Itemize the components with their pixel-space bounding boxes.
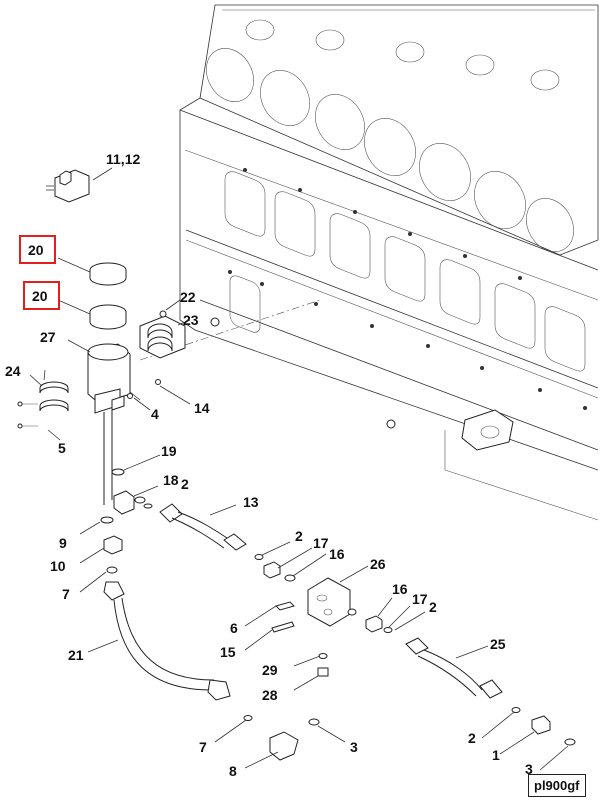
callout-7b: 7 [199,739,207,755]
hose-25 [405,637,503,699]
callout-8: 8 [229,763,237,779]
callout-3a: 3 [350,739,358,755]
callout-6: 6 [230,620,238,636]
callout-14: 14 [194,400,210,416]
reference-code-label: pl900gf [528,774,586,797]
callout-13: 13 [243,494,259,510]
callout-2d: 2 [468,730,476,746]
fittings-bottom-right [481,707,576,771]
callout-25: 25 [490,636,506,652]
callout-17a: 17 [313,535,329,551]
elbow-fitting [79,454,161,535]
callout-20-lower: 20 [32,288,48,304]
callout-10: 10 [50,558,66,574]
filter-assembly [17,299,191,505]
callout-16a: 16 [329,546,345,562]
callout-23: 23 [183,312,199,328]
callout-3b: 3 [525,761,533,777]
highlight-box-20-lower [23,281,60,310]
fittings-middle [254,541,327,582]
callout-18: 18 [163,472,179,488]
engine-block [179,4,599,521]
callout-11-12: 11,12 [106,151,141,167]
callout-28: 28 [262,687,278,703]
callout-17b: 17 [412,591,428,607]
callout-20-upper: 20 [28,242,44,258]
callout-26: 26 [370,556,386,572]
callout-9: 9 [59,535,67,551]
callout-16b: 16 [392,581,408,597]
part-20-rings [57,257,127,330]
callout-2c: 2 [429,599,437,615]
callout-2b: 2 [295,528,303,544]
callout-5: 5 [58,440,66,456]
highlight-box-20-upper [19,235,56,264]
callout-4: 4 [151,406,159,422]
callout-21: 21 [68,647,84,663]
callout-27: 27 [40,329,56,345]
callout-29: 29 [262,662,278,678]
elbow-bottom [214,715,346,769]
callout-24: 24 [5,363,21,379]
hose-21 [87,581,231,701]
callout-2a: 2 [181,476,189,492]
part-11-12 [46,167,113,203]
fitting-10 [79,535,123,593]
distribution-block-26 [244,565,426,691]
callout-22: 22 [180,289,196,305]
callout-1: 1 [492,747,500,763]
callout-19: 19 [161,443,177,459]
leader-lines [43,369,46,381]
hose-13 [159,503,247,551]
callout-7a: 7 [62,586,70,602]
callout-15: 15 [220,644,236,660]
